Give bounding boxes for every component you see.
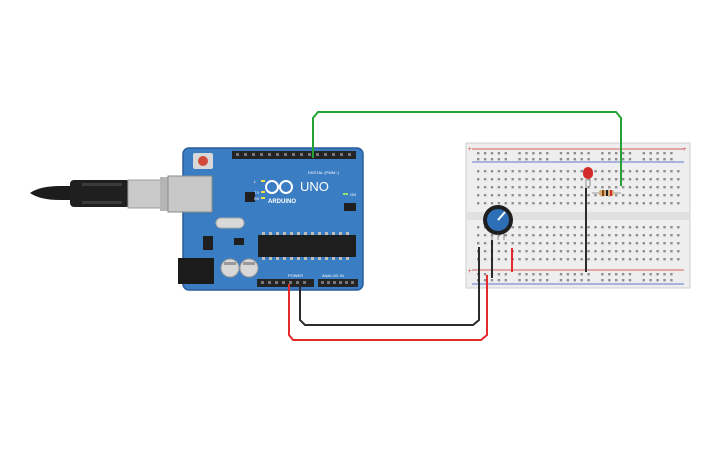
reset-button[interactable] (193, 153, 213, 169)
usb-cable[interactable] (30, 177, 170, 211)
rail-plus-top-right: + (683, 147, 687, 153)
dc-power-jack (178, 258, 214, 284)
usb-jack (167, 175, 213, 213)
rail-plus-top: + (468, 147, 472, 153)
crystal-oscillator (215, 217, 245, 229)
power-header-label: POWER (288, 273, 303, 278)
brand-label: ARDUINO (268, 199, 296, 205)
power-wire[interactable] (288, 275, 488, 341)
analog-header-label: ANALOG IN (322, 273, 344, 278)
resistor[interactable] (592, 190, 621, 196)
on-label: ON (350, 192, 356, 197)
power-header[interactable] (257, 279, 314, 287)
analog-header[interactable] (318, 279, 358, 287)
arduino-board[interactable]: ARDUINO UNO DIGITAL (PWM~) POWER ANALOG … (167, 147, 364, 291)
tx-label: TX (254, 190, 259, 195)
capacitor-2 (239, 258, 259, 278)
model-label: UNO (300, 179, 329, 194)
capacitor-1 (220, 258, 240, 278)
arduino-logo (265, 180, 293, 194)
signal-wire[interactable] (312, 111, 622, 186)
breadboard[interactable]: + + + (465, 142, 691, 289)
voltage-regulator (203, 236, 213, 250)
breadboard-holes[interactable] (477, 152, 680, 282)
icsp-header (344, 203, 356, 211)
microcontroller-chip (258, 235, 356, 257)
ground-wire[interactable] (299, 247, 480, 326)
potentiometer[interactable] (483, 205, 513, 240)
rx-label: RX (254, 196, 260, 201)
digital-header-label: DIGITAL (PWM~) (308, 170, 340, 175)
red-led[interactable] (583, 167, 593, 188)
led-l-label: L (254, 179, 257, 184)
rail-plus-bottom: + (468, 269, 472, 275)
